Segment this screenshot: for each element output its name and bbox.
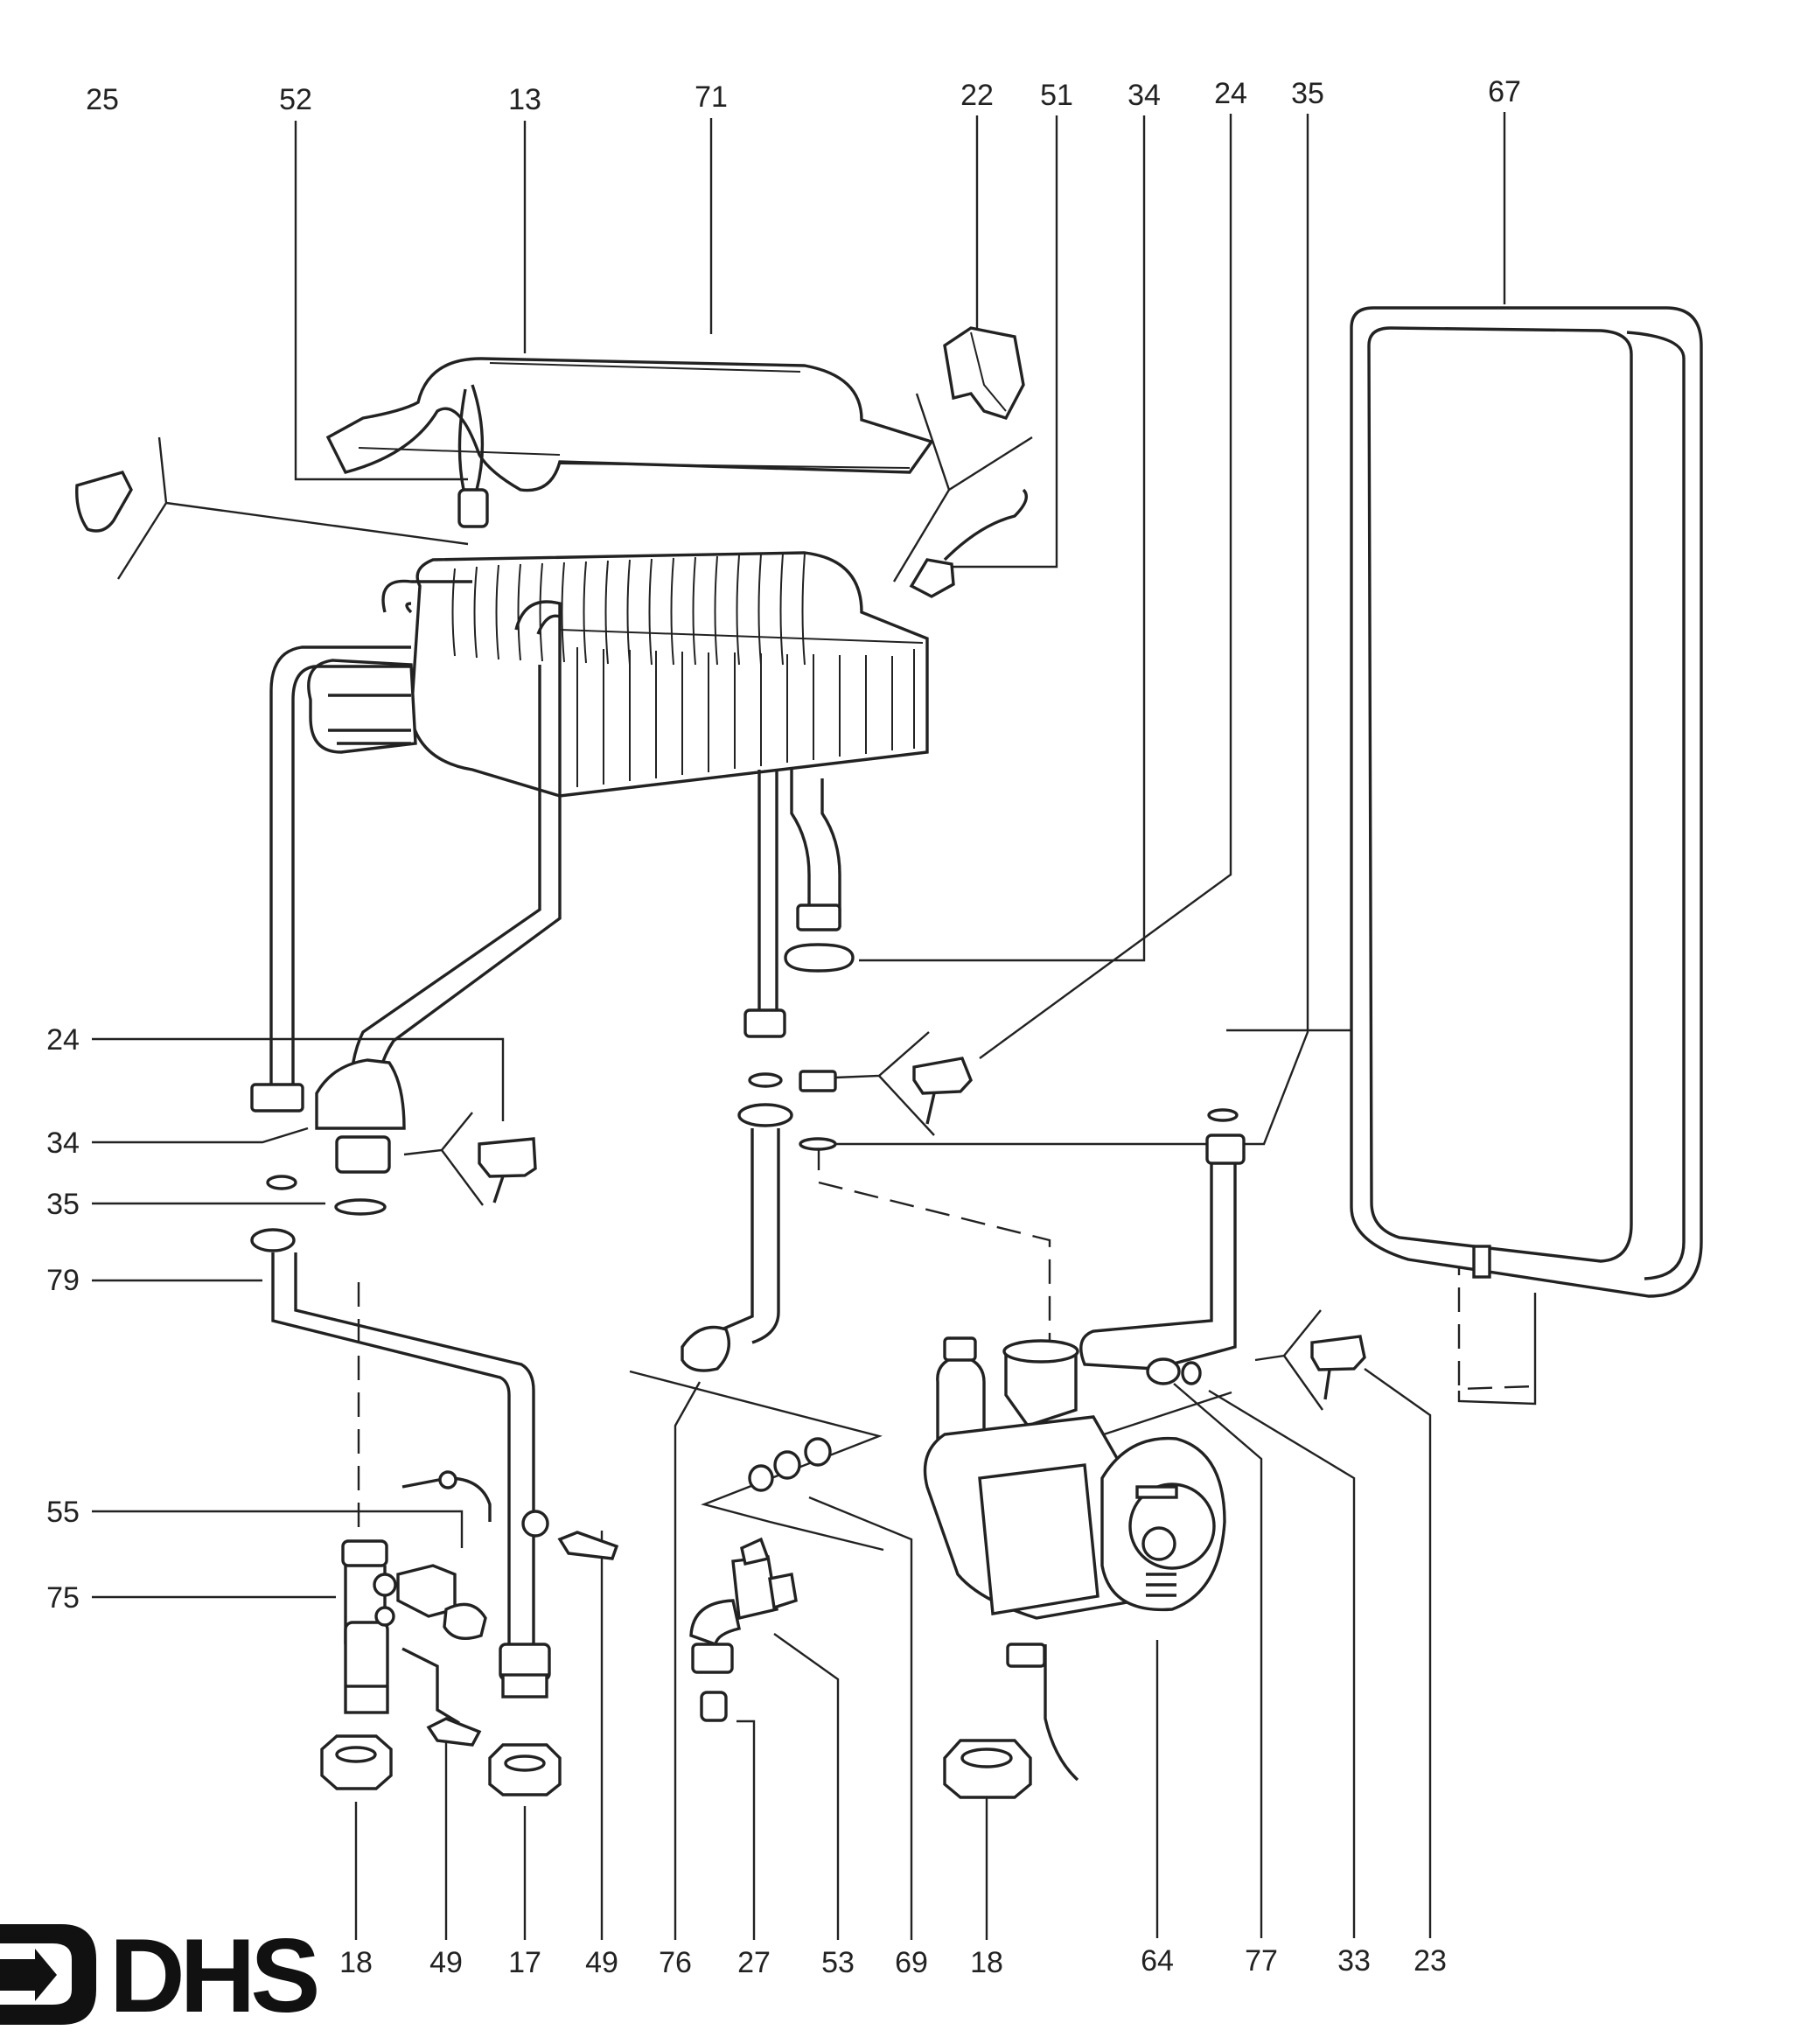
leader-35-top xyxy=(809,114,1309,1146)
assembly-line-pump xyxy=(817,1146,1051,1347)
callout-23: 23 xyxy=(1414,1944,1447,1978)
arrow-icon xyxy=(0,1949,57,2001)
sensor-52 xyxy=(457,384,489,528)
arrow-bracket-logo-icon xyxy=(0,1924,96,2025)
assembly-line-washers xyxy=(629,1370,884,1552)
callout-18-a: 18 xyxy=(339,1946,373,1979)
leader-52 xyxy=(294,121,468,481)
callout-24-top: 24 xyxy=(1214,77,1247,110)
leader-23-bracket-b xyxy=(1283,1355,1323,1411)
leader-34-top xyxy=(859,115,1146,962)
leader-34-left xyxy=(92,1127,309,1144)
bypass-assembly xyxy=(341,1470,492,1725)
clip-24-left xyxy=(478,1137,537,1203)
callout-34-top: 34 xyxy=(1127,79,1161,112)
pipe-vessel xyxy=(1079,1108,1246,1385)
callout-64: 64 xyxy=(1141,1944,1174,1978)
callout-67: 67 xyxy=(1488,75,1521,108)
callout-35-top: 35 xyxy=(1291,77,1324,110)
callout-53: 53 xyxy=(821,1946,855,1979)
leader-27 xyxy=(736,1720,756,1940)
callout-49-b: 49 xyxy=(585,1946,618,1979)
clip-24-mid xyxy=(912,1057,973,1125)
leader-22-bracket-a xyxy=(915,393,1033,492)
callout-25: 25 xyxy=(86,83,119,116)
combustion-hood xyxy=(325,357,934,492)
leader-24-left xyxy=(92,1037,505,1121)
leader-25-bracket xyxy=(116,436,168,580)
leader-53 xyxy=(773,1633,840,1940)
clip-22 xyxy=(943,326,1025,421)
leader-24-left-bracket-a xyxy=(403,1112,473,1156)
nut-18-right xyxy=(943,1739,1032,1799)
leader-25 xyxy=(165,501,469,546)
top-callouts: 25 52 13 71 22 51 34 24 35 67 xyxy=(86,75,1521,116)
callout-34-left: 34 xyxy=(46,1127,80,1160)
leader-24-left-bracket-b xyxy=(441,1149,484,1206)
clip-25 xyxy=(75,470,133,533)
sensor-49-left xyxy=(426,1717,482,1747)
leader-51 xyxy=(949,115,1058,569)
leader-55 xyxy=(92,1510,464,1548)
clip-23 xyxy=(1310,1335,1366,1400)
callout-77: 77 xyxy=(1245,1944,1278,1978)
callout-49-a: 49 xyxy=(429,1946,463,1979)
dhs-logo: DHS xyxy=(0,1917,322,2034)
callout-55: 55 xyxy=(46,1496,80,1529)
plug-27 xyxy=(700,1691,728,1722)
leader-24-top xyxy=(979,114,1232,1059)
pipe-79 xyxy=(271,1252,535,1644)
callout-27: 27 xyxy=(737,1946,771,1979)
pump-64 xyxy=(923,1336,1226,1782)
callout-35-left: 35 xyxy=(46,1188,80,1221)
fitting-34-mid xyxy=(784,903,855,1151)
expansion-vessel xyxy=(1350,306,1703,1298)
callout-22: 22 xyxy=(960,79,994,112)
heat-exchanger xyxy=(269,551,929,1103)
drain-valve-53 xyxy=(689,1537,798,1674)
bottom-callouts: 18 49 17 49 76 27 53 69 18 64 77 33 23 xyxy=(339,1944,1447,1979)
left-callouts: 24 34 35 79 55 75 xyxy=(46,1023,80,1615)
callout-17: 17 xyxy=(508,1946,541,1979)
callout-75: 75 xyxy=(46,1581,80,1615)
callout-52: 52 xyxy=(279,83,312,116)
leader-77 xyxy=(1173,1383,1263,1938)
callout-24-left: 24 xyxy=(46,1023,80,1057)
callout-79: 79 xyxy=(46,1264,80,1297)
leader-76 xyxy=(674,1381,702,1940)
callout-13: 13 xyxy=(508,83,541,116)
sensor-51 xyxy=(909,488,1028,598)
assembly-line-ring xyxy=(1103,1391,1232,1436)
callout-69: 69 xyxy=(895,1946,928,1979)
leader-23 xyxy=(1364,1368,1432,1938)
nut-18-left xyxy=(320,1734,393,1790)
leader-33 xyxy=(1208,1389,1356,1938)
pipe-middle xyxy=(681,1008,793,1372)
callout-51: 51 xyxy=(1040,79,1073,112)
leader-69 xyxy=(808,1496,913,1940)
callout-18-b: 18 xyxy=(970,1946,1003,1979)
callout-33: 33 xyxy=(1337,1944,1371,1978)
callout-76: 76 xyxy=(659,1946,692,1979)
fittings-left xyxy=(250,1058,406,1252)
callout-71: 71 xyxy=(695,80,728,114)
leader-lines xyxy=(92,112,1537,1940)
washers-69 xyxy=(748,1437,832,1492)
sensor-49-right xyxy=(521,1510,619,1560)
nut-17 xyxy=(488,1643,562,1796)
leader-22-bracket-b xyxy=(892,489,951,583)
leader-24-mid-bracket-b xyxy=(878,1075,935,1136)
logo-text: DHS xyxy=(109,1917,317,2034)
